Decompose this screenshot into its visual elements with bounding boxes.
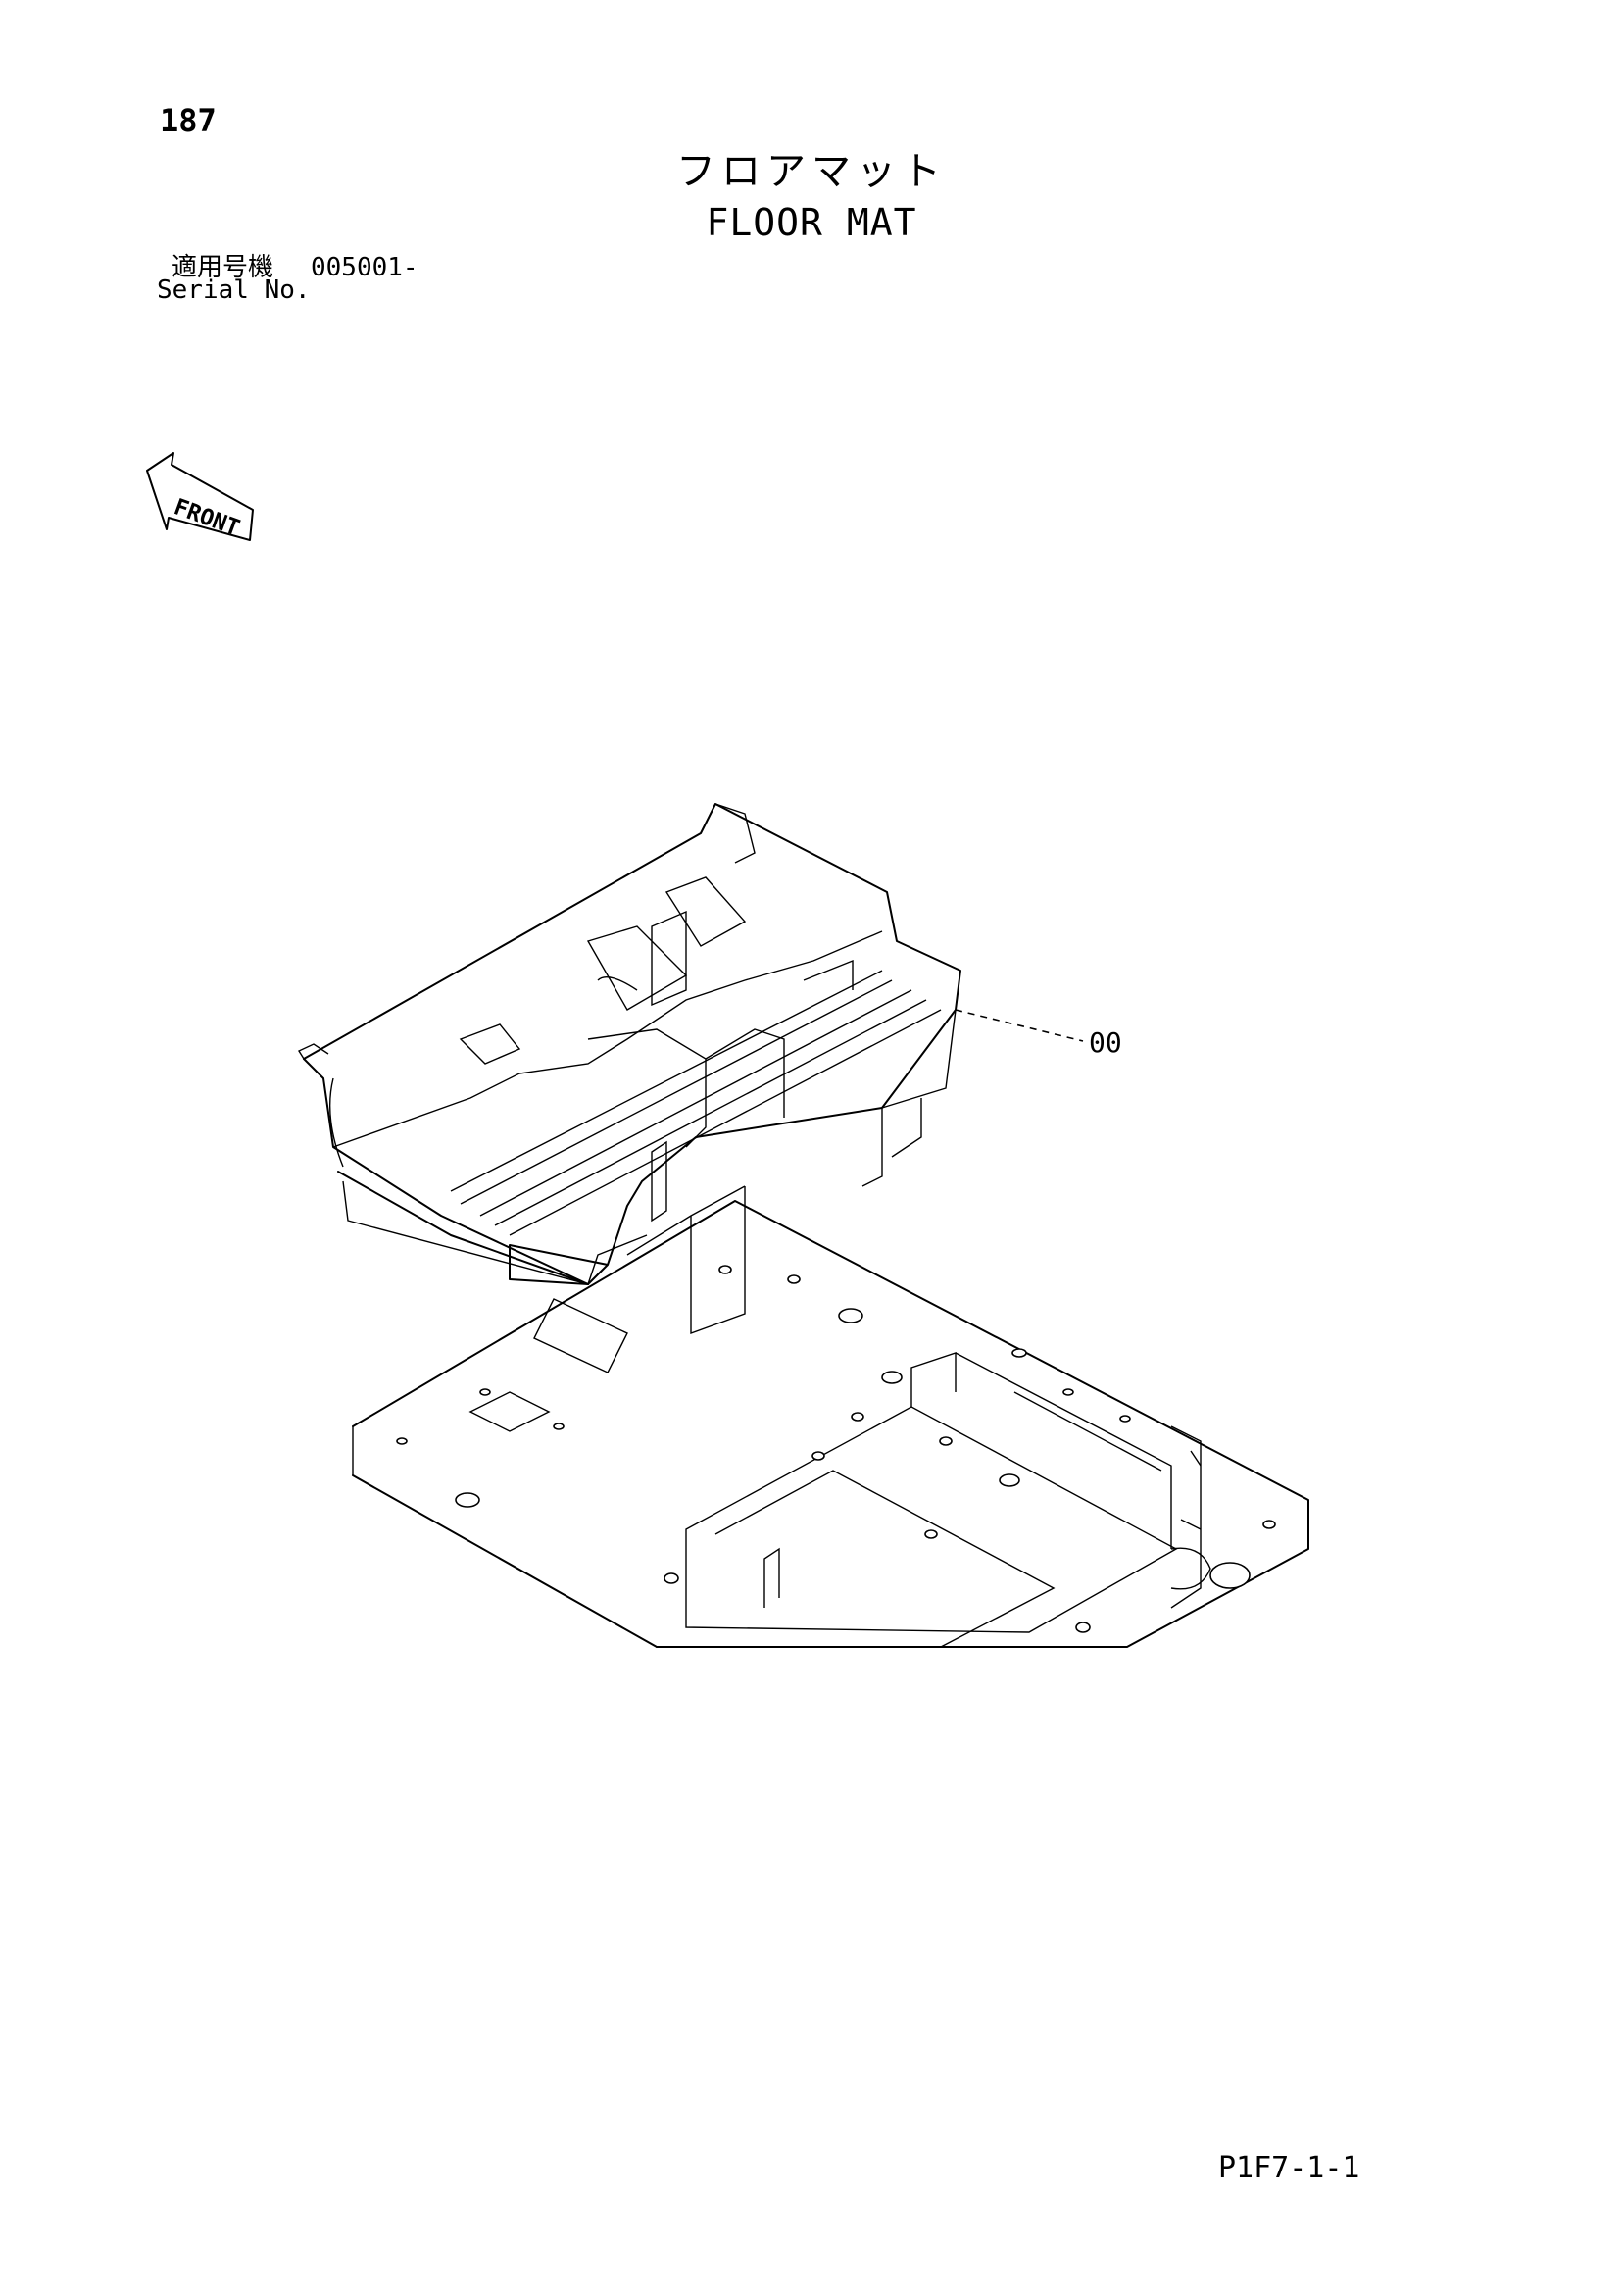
serial-value: 005001- [311,253,418,282]
callout-label-00: 00 [1089,1026,1122,1059]
page-number: 187 [160,102,217,139]
cab-floor-plate [352,1200,1309,1648]
serial-label-japanese: 適用号機 [172,253,274,282]
callout-leader-line [955,1009,1084,1042]
title-english: FLOOR MAT [706,201,917,244]
serial-label-english: Serial No. [157,275,311,305]
floor-mat [297,803,961,1334]
figure-code: P1F7-1-1 [1218,2151,1360,2185]
front-arrow-icon: FRONT [146,452,254,541]
title-japanese: フロアマット [676,149,947,194]
front-arrow-label: FRONT [171,494,243,541]
